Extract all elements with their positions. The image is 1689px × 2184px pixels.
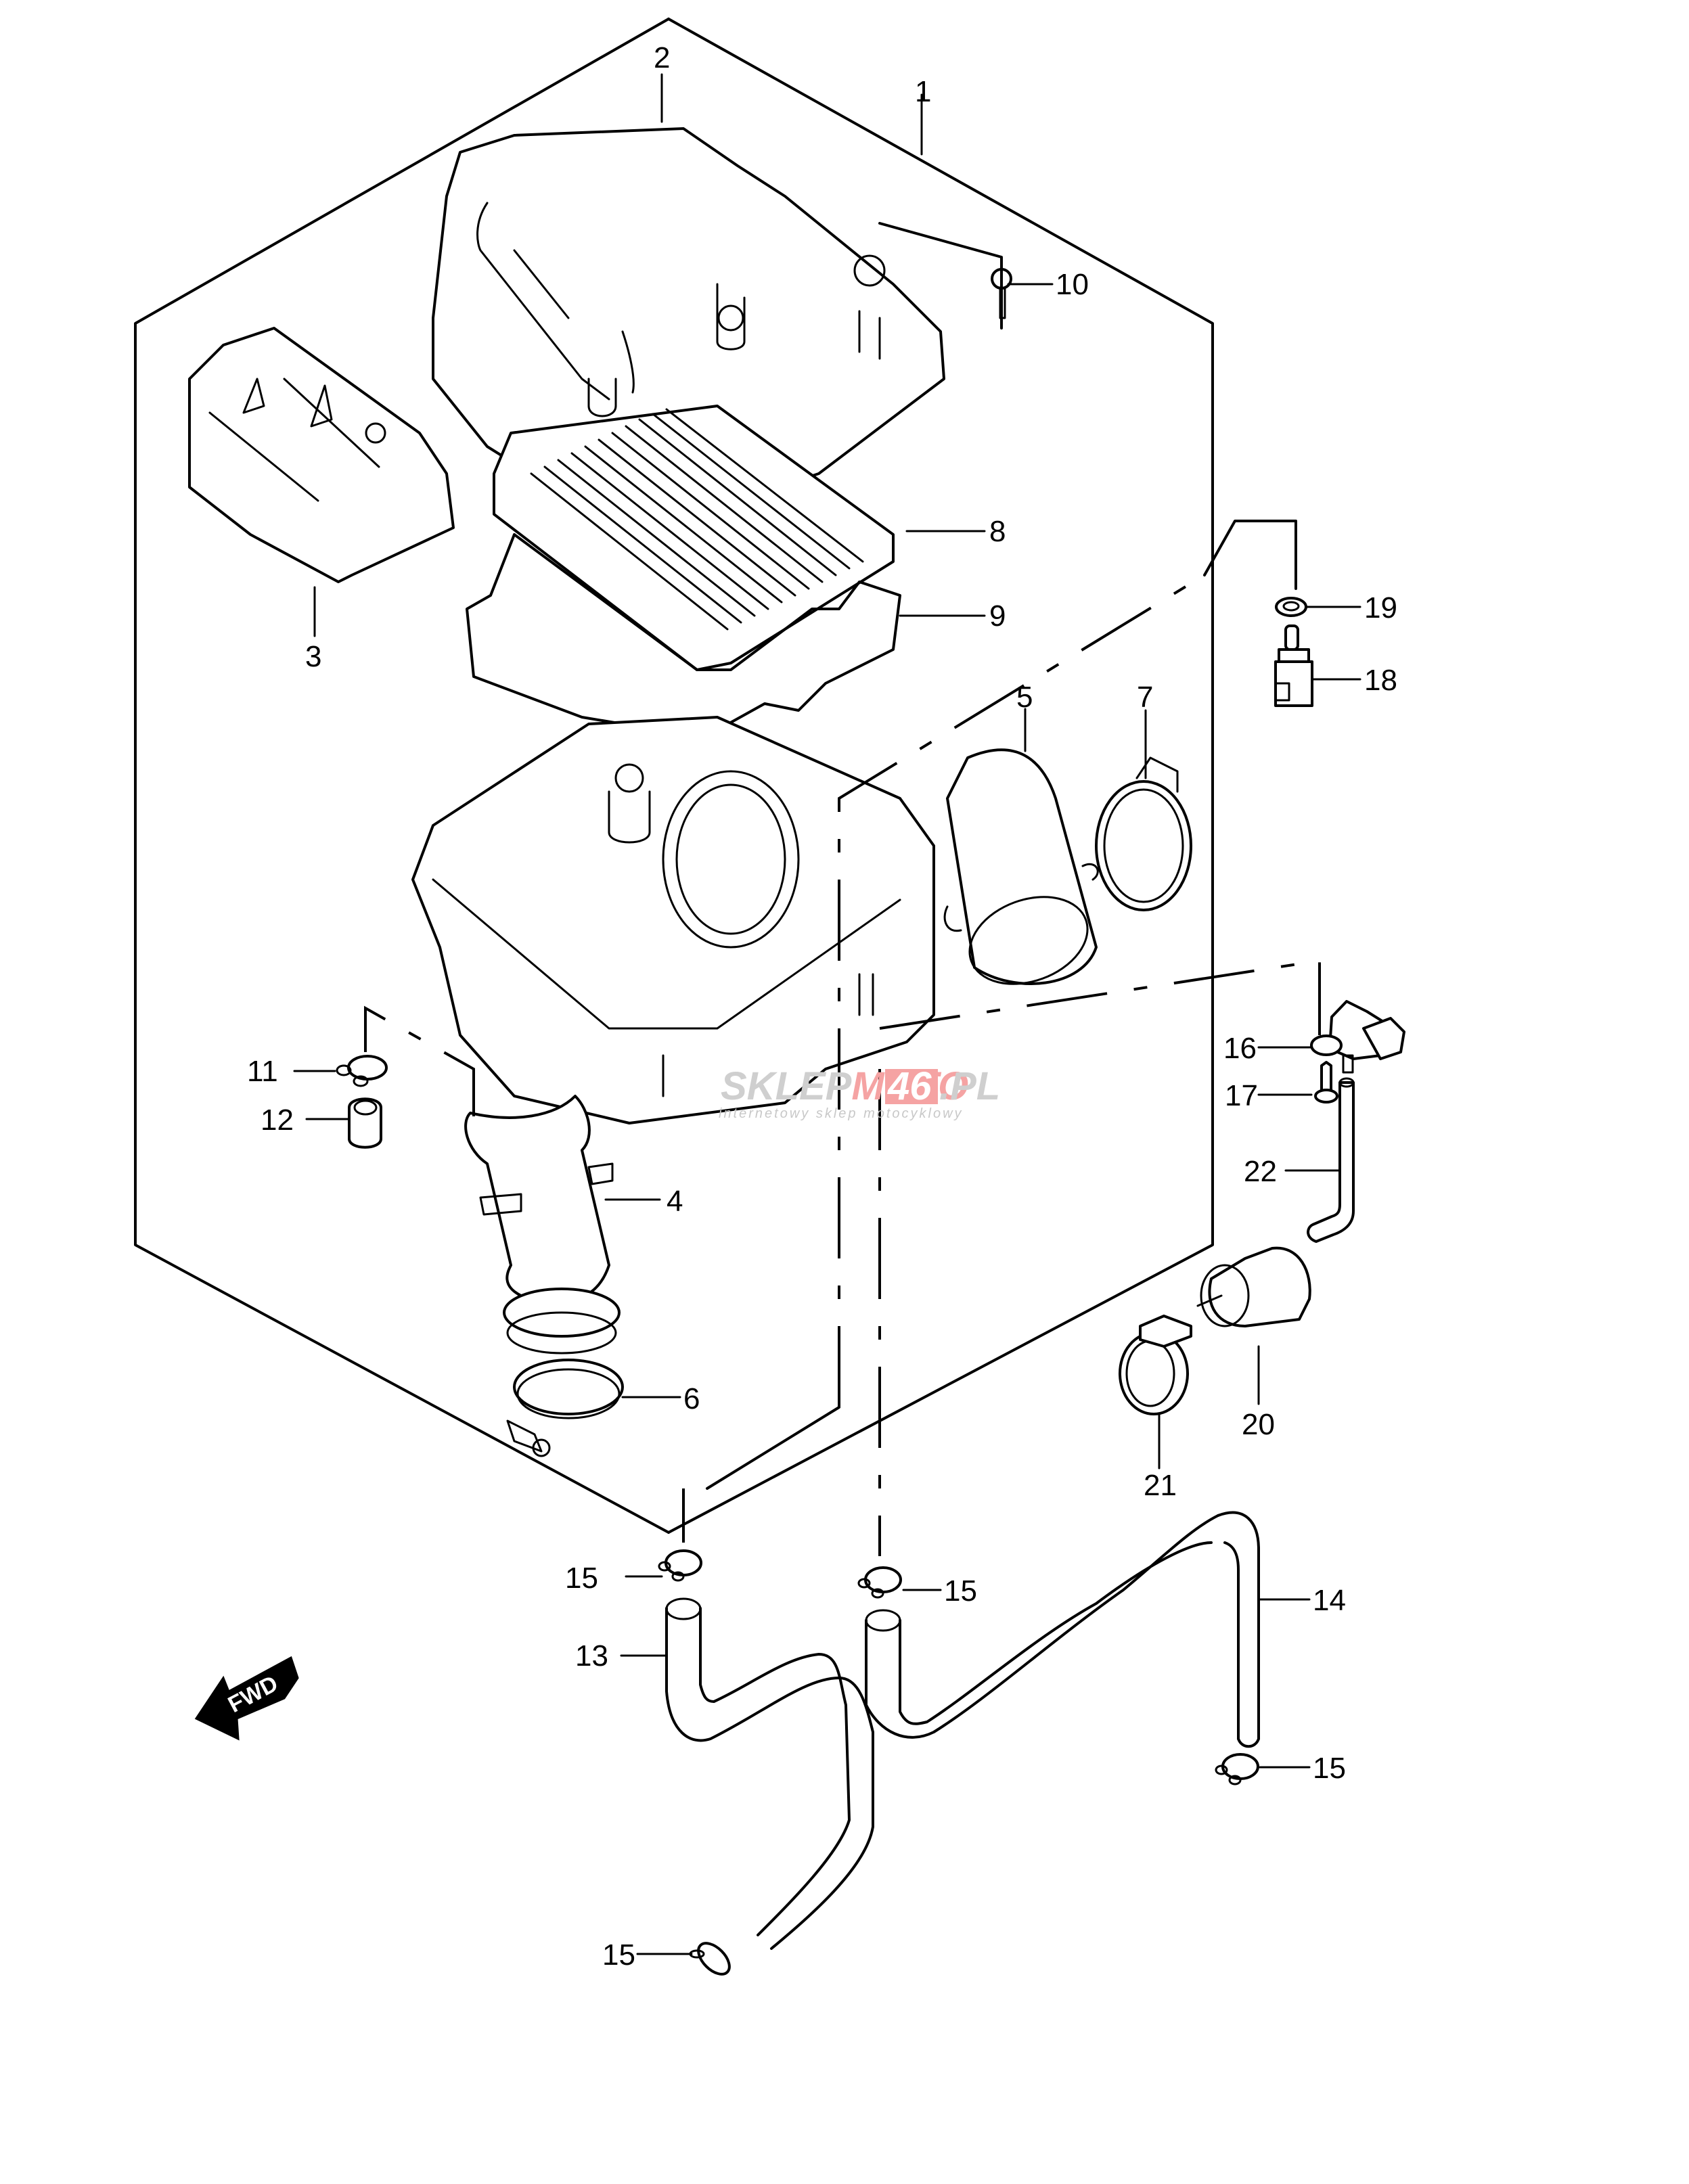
callout-1: 1 — [915, 75, 931, 108]
fwd-direction-arrow-icon: FWD — [194, 1656, 299, 1741]
callout-12: 12 — [261, 1104, 294, 1137]
callout-22: 22 — [1244, 1155, 1277, 1188]
hose-clamp[interactable] — [506, 1359, 624, 1457]
watermark-tagline: internetowy sklep motocyklowy — [719, 1106, 964, 1121]
callout-17: 17 — [1225, 1079, 1258, 1112]
exploded-view-lines — [364, 222, 1321, 1556]
hose-clip-15a[interactable] — [658, 1549, 702, 1582]
callout-2: 2 — [654, 41, 670, 74]
pressure-sensor[interactable] — [1310, 1000, 1405, 1074]
callout-6: 6 — [683, 1382, 700, 1415]
callout-5: 5 — [1016, 681, 1033, 714]
assembly-outline — [134, 18, 1214, 1534]
callout-15b: 15 — [944, 1574, 977, 1608]
callout-15d: 15 — [602, 1938, 635, 1972]
callout-15c: 15 — [1313, 1752, 1346, 1785]
callout-20: 20 — [1242, 1408, 1275, 1441]
callout-9: 9 — [989, 599, 1006, 633]
callout-11: 11 — [247, 1055, 278, 1088]
watermark-badge — [885, 1069, 938, 1104]
small-clip[interactable] — [336, 1055, 388, 1087]
air-cleaner-cover[interactable] — [432, 127, 945, 516]
callout-18: 18 — [1364, 664, 1397, 697]
watermark: SKLEPMOTO 46 .PL internetowy sklep motoc… — [719, 1064, 1000, 1121]
drain-hose-14[interactable] — [865, 1511, 1260, 1748]
air-cleaner-case[interactable] — [411, 716, 935, 1124]
vacuum-canister[interactable] — [1196, 1246, 1311, 1327]
hose-clip-15d[interactable] — [689, 1938, 735, 1980]
callout-14: 14 — [1313, 1584, 1346, 1617]
callout-8: 8 — [989, 515, 1006, 548]
sensor[interactable] — [1274, 624, 1313, 707]
filter-seal[interactable] — [466, 533, 901, 739]
bolt[interactable] — [1314, 1061, 1338, 1104]
lower-intake-duct[interactable] — [464, 1095, 621, 1355]
leader-lines — [293, 73, 1361, 1955]
callout-19: 19 — [1364, 591, 1397, 624]
callout-7: 7 — [1137, 681, 1153, 714]
hose-clip-15c[interactable] — [1215, 1753, 1259, 1785]
callout-16: 16 — [1223, 1032, 1257, 1065]
hose-clip-15b[interactable] — [857, 1566, 902, 1599]
intake-duct[interactable] — [188, 327, 455, 583]
hose-clip[interactable] — [1119, 1315, 1192, 1415]
filter-pleats — [530, 408, 864, 631]
watermark-number: 46 — [887, 1064, 932, 1108]
callout-21: 21 — [1144, 1469, 1177, 1502]
air-filter-element[interactable] — [493, 405, 895, 671]
intake-clamp[interactable] — [1095, 756, 1192, 911]
callout-15a: 15 — [565, 1562, 598, 1595]
callout-13: 13 — [575, 1639, 608, 1673]
callout-10: 10 — [1056, 268, 1089, 301]
watermark-domain: .PL — [939, 1064, 1000, 1108]
intake-tube[interactable] — [943, 748, 1100, 999]
drain-hose-13[interactable] — [665, 1597, 874, 1950]
washer[interactable] — [1275, 597, 1307, 617]
callout-4: 4 — [667, 1185, 683, 1218]
vacuum-hose[interactable] — [1307, 1077, 1355, 1243]
callouts: 1 2 3 4 5 6 7 8 9 10 11 12 13 14 15 15 1… — [247, 41, 1397, 1972]
callout-3: 3 — [305, 640, 321, 673]
collar[interactable] — [348, 1097, 382, 1149]
